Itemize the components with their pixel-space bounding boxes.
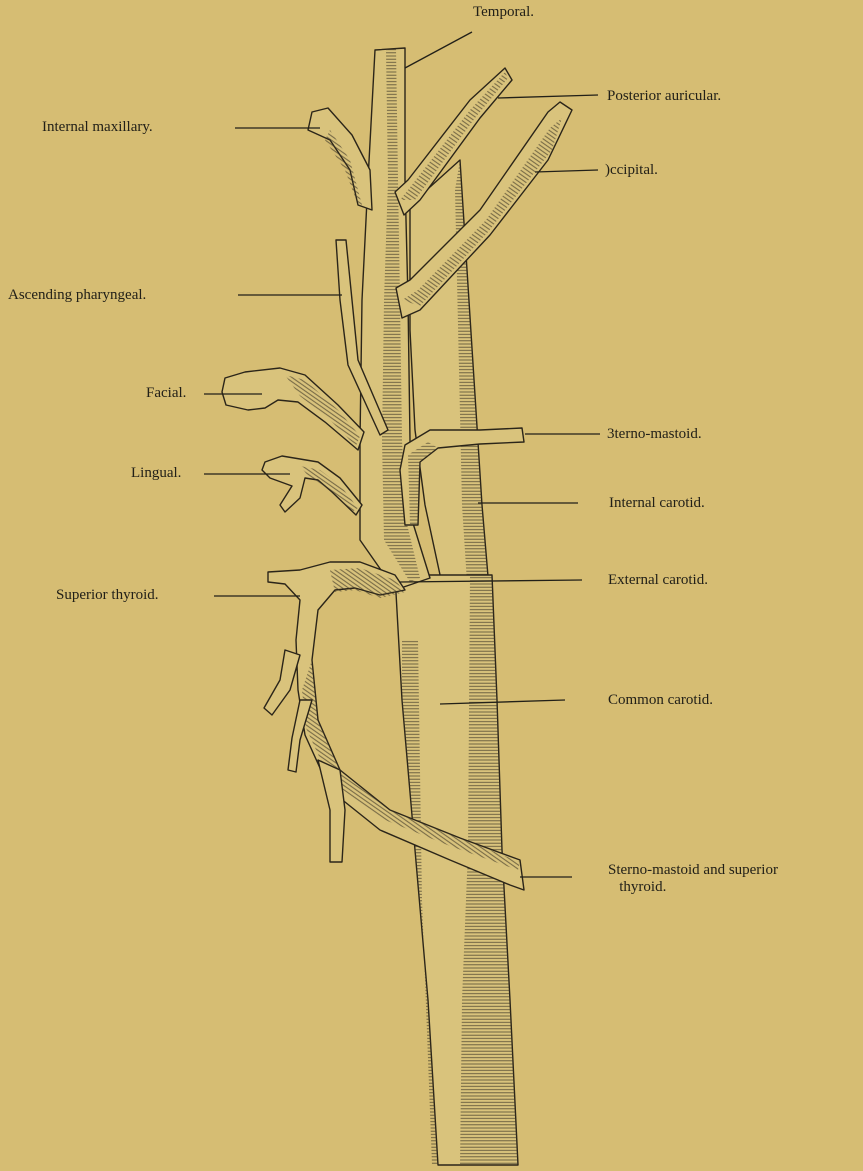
thyroid-branch-lower (318, 760, 345, 862)
facial-shading (285, 375, 360, 446)
label-sterno-mastoid-superior-thyroid: Sterno-mastoid and superior thyroid. (608, 862, 778, 896)
label-lingual: Lingual. (131, 465, 181, 482)
leader-occipital (535, 170, 598, 172)
label-superior-thyroid: Superior thyroid. (56, 587, 159, 604)
thyroid-branch-upper (264, 650, 300, 715)
label-occipital: )ccipital. (605, 162, 658, 179)
label-external-carotid: External carotid. (608, 572, 708, 589)
label-facial: Facial. (146, 385, 186, 402)
label-posterior-auricular: Posterior auricular. (607, 88, 721, 105)
leader-posterior-auricular (498, 95, 598, 98)
label-common-carotid: Common carotid. (608, 692, 713, 709)
label-sterno-mastoid: 3terno-mastoid. (607, 426, 702, 443)
label-temporal: Temporal. (473, 4, 534, 21)
label-ascending-pharyngeal: Ascending pharyngeal. (8, 287, 146, 304)
leader-temporal (405, 32, 472, 68)
label-internal-carotid: Internal carotid. (609, 495, 705, 512)
label-internal-maxillary: Internal maxillary. (42, 119, 153, 136)
